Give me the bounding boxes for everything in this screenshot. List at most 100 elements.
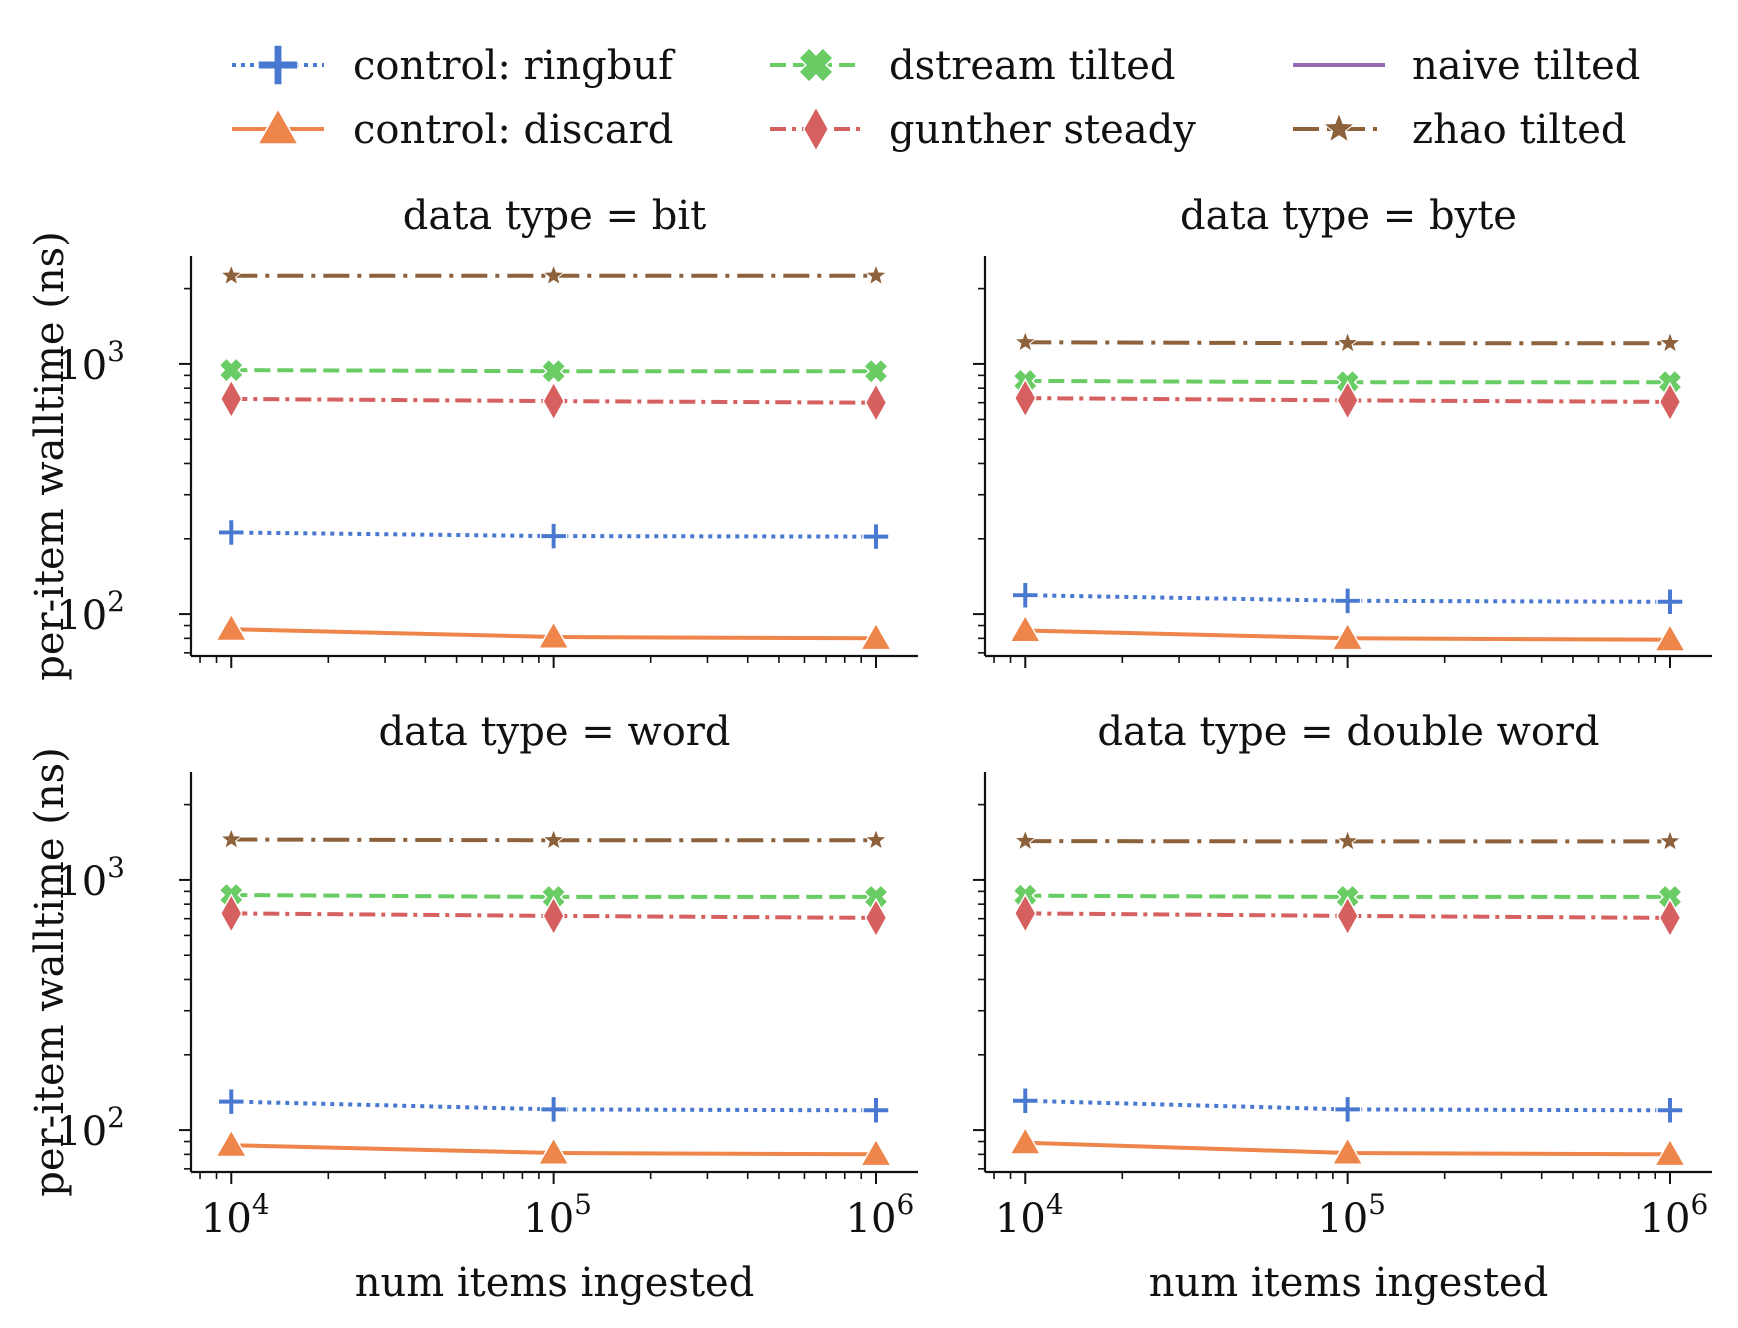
panel-title: data type = bit <box>403 193 706 239</box>
data-point <box>862 358 890 385</box>
legend-label: naive tilted <box>1412 43 1640 89</box>
y-ticks <box>973 803 985 1170</box>
data-point <box>219 263 244 286</box>
legend-item-dstream-tilted: dstream tilted <box>770 43 1176 89</box>
series-control-discard <box>214 1128 893 1167</box>
legend-marker <box>1322 111 1356 144</box>
x-tick-label: 106 <box>846 1188 915 1242</box>
panel-title: data type = double word <box>1097 709 1599 755</box>
series-zhao-tilted <box>1013 828 1682 852</box>
data-point <box>862 522 890 551</box>
data-point <box>1335 330 1360 354</box>
data-point <box>542 895 566 937</box>
series-control-discard <box>214 612 893 651</box>
panel-data-type-byte: data type = byte <box>973 193 1712 668</box>
data-point <box>1656 588 1684 616</box>
data-point <box>1335 829 1360 852</box>
series-dstream-tilted <box>218 357 890 385</box>
x-tick-label: 104 <box>201 1188 270 1242</box>
series-zhao-tilted <box>1013 329 1682 354</box>
data-point <box>1013 893 1037 934</box>
series-zhao-tilted <box>219 263 888 286</box>
legend-label: control: discard <box>353 107 673 153</box>
data-point <box>1333 587 1362 615</box>
data-point <box>1653 623 1687 652</box>
data-point <box>862 1096 890 1125</box>
data-point <box>1658 381 1682 423</box>
data-point <box>1011 581 1040 609</box>
y-tick-label: 102 <box>56 1101 125 1155</box>
data-point <box>864 263 888 286</box>
data-point <box>859 621 893 651</box>
data-point <box>219 827 244 850</box>
data-point <box>219 893 243 934</box>
x-axis-label: num items ingested <box>355 1260 755 1306</box>
panel-title: data type = byte <box>1180 193 1517 239</box>
y-tick-label: 103 <box>56 851 125 905</box>
series-zhao-tilted <box>219 827 888 851</box>
data-point <box>1658 829 1682 852</box>
data-point <box>1331 1136 1364 1165</box>
data-point <box>1336 895 1360 937</box>
series-control-discard <box>1008 613 1687 652</box>
data-point <box>1008 1126 1042 1155</box>
y-ticks <box>973 287 985 654</box>
series-control-discard <box>1008 1126 1687 1167</box>
series-gunther-steady <box>219 893 888 939</box>
series-gunther-steady <box>1013 377 1682 423</box>
data-point <box>537 620 570 649</box>
x-ticks <box>993 656 1671 668</box>
data-point <box>1336 380 1360 421</box>
legend-item-gunther-steady: gunther steady <box>770 105 1196 153</box>
data-point <box>539 1095 568 1124</box>
data-point <box>1013 828 1038 852</box>
series-gunther-steady <box>219 378 888 423</box>
series-control-ringbuf <box>1011 1087 1684 1125</box>
data-point <box>541 827 566 851</box>
y-axis-label: per-item walltime (ns) <box>27 747 73 1196</box>
x-ticks: 104 105 106 <box>199 1172 915 1242</box>
x-tick-label: 106 <box>1640 1188 1709 1242</box>
data-point <box>1331 621 1364 651</box>
data-point <box>217 1087 246 1116</box>
data-point <box>1013 329 1038 353</box>
x-ticks <box>199 656 877 668</box>
data-point <box>537 1136 570 1165</box>
data-point <box>219 378 243 420</box>
data-point <box>1008 613 1042 643</box>
data-point <box>539 522 568 550</box>
data-point <box>864 382 888 423</box>
legend-item-control-ringbuf: control: ringbuf <box>232 43 676 89</box>
x-tick-label: 105 <box>523 1188 592 1242</box>
data-point <box>1658 330 1682 354</box>
legend-label: dstream tilted <box>889 43 1176 89</box>
series-control-ringbuf <box>1011 581 1684 616</box>
x-axis-label: num items ingested <box>1149 1260 1549 1306</box>
data-point <box>218 357 245 384</box>
data-point <box>1333 1095 1362 1124</box>
legend-label: control: ringbuf <box>353 43 676 89</box>
data-point <box>214 612 248 642</box>
data-point <box>541 263 566 286</box>
x-tick-label: 104 <box>995 1188 1064 1242</box>
y-tick-label: 102 <box>56 585 125 639</box>
data-point <box>859 1137 893 1167</box>
data-point <box>214 1128 248 1158</box>
legend-marker <box>257 44 299 86</box>
legend-marker <box>802 105 830 153</box>
legend-item-zhao-tilted: zhao tilted <box>1293 107 1627 153</box>
series-control-ringbuf <box>217 518 890 551</box>
legend-marker <box>797 46 835 84</box>
legend: control: ringbuf control: discard dstream … <box>232 43 1640 153</box>
data-point <box>1658 897 1682 939</box>
data-point <box>217 518 246 547</box>
legend-label: gunther steady <box>889 107 1196 153</box>
y-tick-label: 103 <box>56 335 125 389</box>
legend-label: zhao tilted <box>1412 107 1627 153</box>
data-point <box>1653 1137 1687 1167</box>
data-point <box>1011 1087 1040 1115</box>
